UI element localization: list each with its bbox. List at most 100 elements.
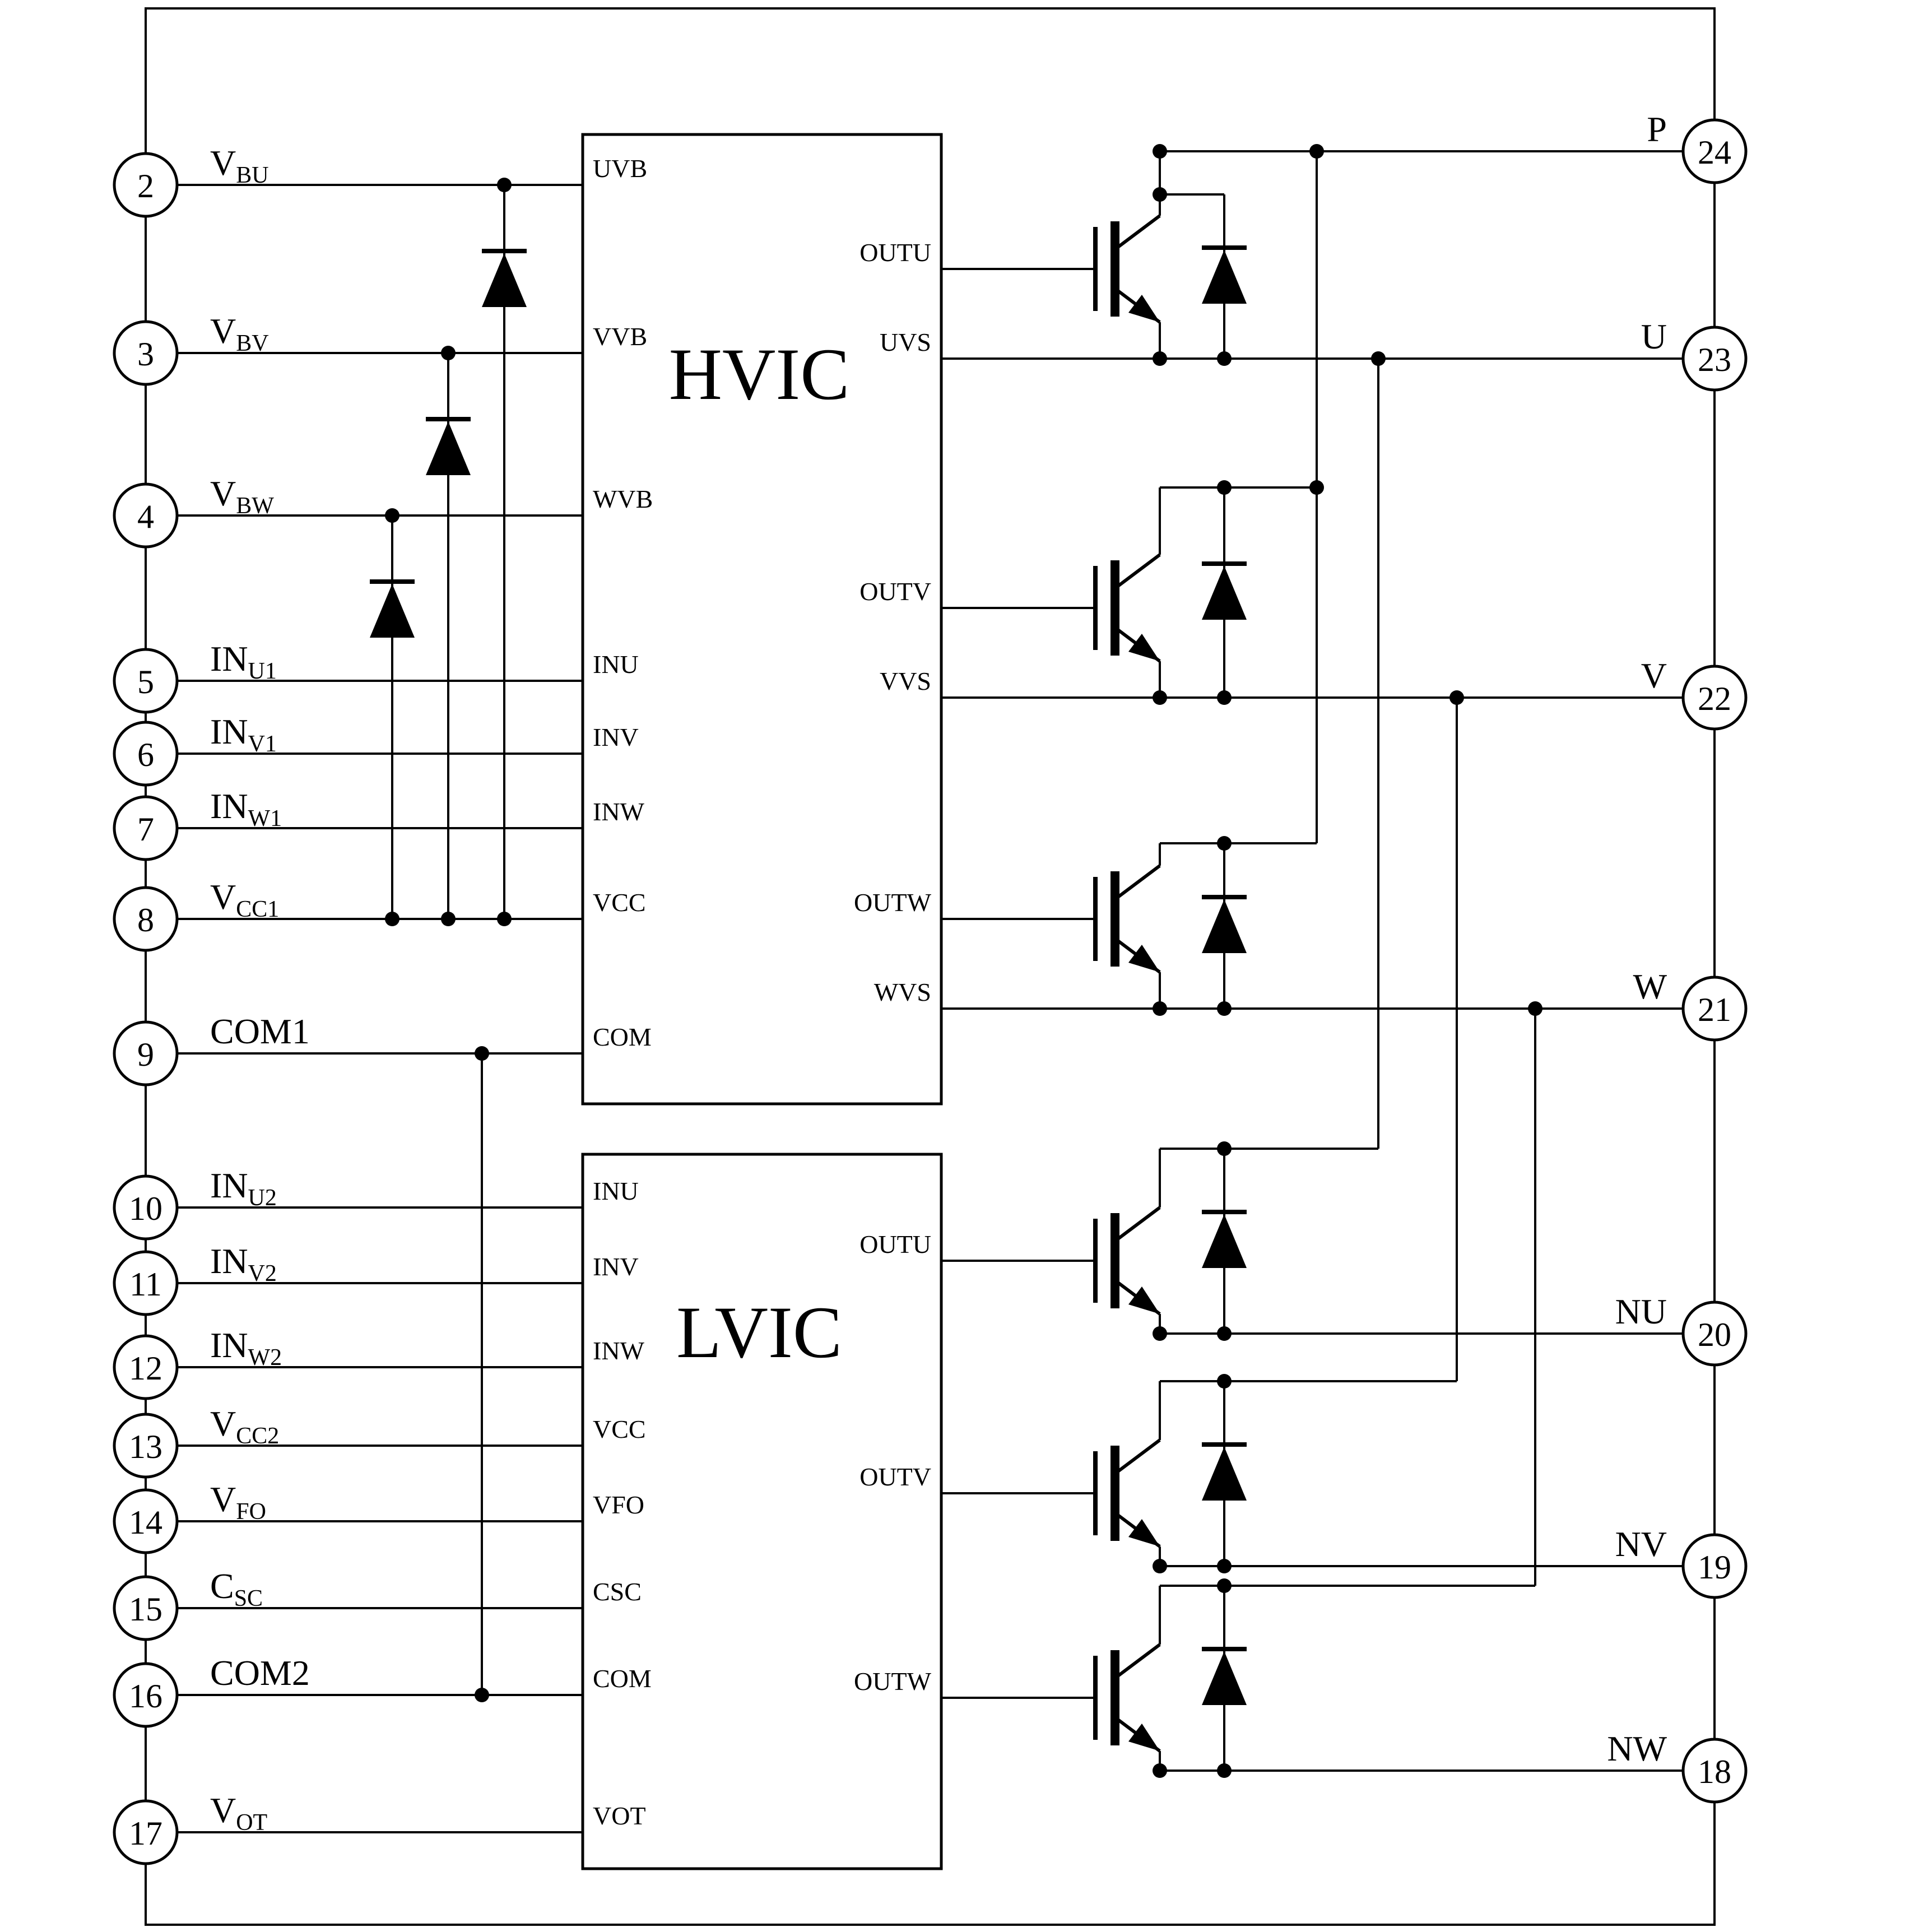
bootstrap-diode-v-icon <box>426 417 471 475</box>
left-pin-wires <box>146 184 583 1833</box>
hvic-pin-uvb: UVB <box>593 154 647 183</box>
pin-18: 18 NW <box>1607 1729 1748 1804</box>
pin-17: 17 VOT <box>113 1790 267 1865</box>
pin-10-label: INU2 <box>210 1165 277 1211</box>
lvic-pin-inu: INU <box>593 1177 639 1205</box>
pin-19-number: 19 <box>1698 1549 1731 1586</box>
lvic-name-box <box>642 1269 877 1387</box>
pin-8: 8 VCC1 <box>113 877 279 952</box>
phase-v-node <box>941 696 1714 1382</box>
bootstrap-diodes <box>370 185 527 919</box>
pin-8-number: 8 <box>137 902 154 939</box>
phase-w-node <box>941 1007 1714 1587</box>
hvic-pin-vvs: VVS <box>880 667 931 695</box>
pin-21: 21 W <box>1633 967 1748 1042</box>
pin-24-label: P <box>1647 109 1667 149</box>
lvic-pin-outu: OUTU <box>859 1230 931 1258</box>
lvic-block: LVIC INU INV INW VCC VFO CSC COM VOT OUT… <box>581 1153 943 1870</box>
pin-3-label: VBV <box>210 311 269 356</box>
bootstrap-diode-w-icon <box>370 579 415 638</box>
lvic-pin-vfo: VFO <box>593 1490 644 1519</box>
pin-20: 20 NU <box>1615 1292 1748 1367</box>
pin-4-label: VBW <box>210 473 274 519</box>
hvic-pin-outu: OUTU <box>859 238 931 267</box>
hvic-name-box <box>642 311 877 429</box>
pin-13-label: VCC2 <box>210 1404 279 1449</box>
fwd-low-v <box>1202 1381 1247 1566</box>
pin-21-number: 21 <box>1698 991 1731 1028</box>
pin-16-number: 16 <box>129 1678 162 1715</box>
pin-19-label: NV <box>1615 1524 1667 1564</box>
pin-23-number: 23 <box>1698 341 1731 378</box>
pin-21-label: W <box>1633 967 1667 1006</box>
pin-15-label: CSC <box>210 1566 263 1611</box>
bootstrap-diode-u-icon <box>482 249 527 307</box>
pin-7: 7 INW1 <box>113 786 282 861</box>
pin-8-label: VCC1 <box>210 877 279 922</box>
pin-9: 9 COM1 <box>113 1011 310 1086</box>
pin-16-label: COM2 <box>210 1653 310 1693</box>
pin-17-number: 17 <box>129 1815 162 1852</box>
pin-14: 14 VFO <box>113 1479 266 1554</box>
pin-4-number: 4 <box>137 498 154 535</box>
pin-13-number: 13 <box>129 1428 162 1465</box>
pin-7-number: 7 <box>137 811 154 848</box>
hvic-pin-vcc: VCC <box>593 888 646 917</box>
hvic-pin-inu: INU <box>593 650 639 679</box>
lvic-pin-vot: VOT <box>593 1801 646 1830</box>
pin-6-label: INV1 <box>210 712 277 757</box>
phase-u-node <box>941 357 1714 1150</box>
lvic-name: LVIC <box>676 1291 842 1373</box>
pin-24-number: 24 <box>1698 134 1731 171</box>
pin-9-label: COM1 <box>210 1011 310 1051</box>
hvic-pin-inv: INV <box>593 723 639 751</box>
pin-22-number: 22 <box>1698 680 1731 717</box>
fwd-low-u <box>1202 1149 1247 1334</box>
pin-2-label: VBU <box>210 143 269 188</box>
lvic-pin-inv: INV <box>593 1252 639 1281</box>
pin-11-label: INV2 <box>210 1241 277 1287</box>
pin-18-label: NW <box>1607 1729 1667 1768</box>
n-lines <box>1160 1332 1714 1772</box>
pin-12: 12 INW2 <box>113 1325 282 1400</box>
pin-14-label: VFO <box>210 1479 266 1525</box>
pin-19: 19 NV <box>1615 1524 1748 1599</box>
pin-11: 11 INV2 <box>113 1241 277 1316</box>
lvic-pin-inw: INW <box>593 1336 645 1365</box>
hvic-pin-wvb: WVB <box>593 485 653 513</box>
hvic-pin-com: COM <box>593 1023 652 1051</box>
fwd-low-w <box>1202 1586 1247 1771</box>
hvic-block: HVIC UVB VVB WVB INU INV INW VCC COM OUT… <box>581 133 943 1106</box>
pin-9-number: 9 <box>137 1036 154 1073</box>
hvic-outline <box>581 133 943 1106</box>
igbt-high-w <box>1093 843 1161 1009</box>
igbt-low-u <box>1093 1149 1161 1334</box>
pin-18-number: 18 <box>1698 1753 1731 1790</box>
right-pins: 24 P 23 U 22 V 21 W 20 NU 19 NV <box>1607 109 1748 1804</box>
pin-12-label: INW2 <box>210 1325 282 1371</box>
pin-20-number: 20 <box>1698 1316 1731 1353</box>
lvic-pin-outw: OUTW <box>854 1667 932 1696</box>
gate-wires <box>941 268 1095 1699</box>
p-bus <box>1160 150 1714 844</box>
pin-6-number: 6 <box>137 736 154 773</box>
lvic-pin-outv: OUTV <box>859 1462 931 1491</box>
hvic-pin-outv: OUTV <box>859 577 931 606</box>
hvic-pin-vvb: VVB <box>593 322 647 351</box>
pin-5-number: 5 <box>137 663 154 700</box>
left-pins: 2 VBU 3 VBV 4 VBW 5 INU1 6 INV1 7 INW1 <box>113 143 310 1865</box>
pin-15-number: 15 <box>129 1591 162 1628</box>
igbt-low-w <box>1093 1586 1161 1771</box>
igbt-high-u <box>1093 151 1161 359</box>
pin-6: 6 INV1 <box>113 712 277 787</box>
pin-22-label: V <box>1641 656 1667 695</box>
fwd-high-w <box>1202 843 1247 1009</box>
hvic-pin-wvs: WVS <box>874 978 931 1006</box>
igbt-low-v <box>1093 1381 1161 1566</box>
pin-15: 15 CSC <box>113 1566 263 1641</box>
pin-13: 13 VCC2 <box>113 1404 279 1479</box>
lvic-pin-com: COM <box>593 1664 652 1693</box>
hvic-pin-uvs: UVS <box>880 328 931 356</box>
package-outline <box>145 7 1716 1926</box>
